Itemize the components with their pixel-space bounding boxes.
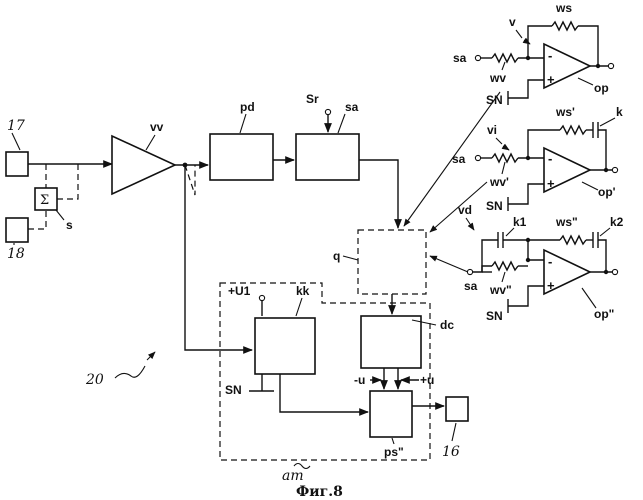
source-17-label: 17 <box>7 118 25 134</box>
input-resistor-wv-prime <box>492 154 518 162</box>
opamp-op-prime-label: op' <box>598 185 616 199</box>
feedback-resistor-ws-prime <box>560 126 586 134</box>
block-ps <box>370 391 412 437</box>
block-kk-label: kk <box>296 284 310 298</box>
circuit-vi-name: vi <box>487 123 497 137</box>
opamp-op-prime-plus: + <box>547 176 555 191</box>
feedback-resistor-ws-label: ws <box>555 1 572 15</box>
circuit-vi: vi sa wv' ws' k - + op' SN <box>452 105 623 213</box>
region-am-label: am <box>282 468 304 484</box>
input-resistor-wv-dprime <box>492 262 518 270</box>
summer-label: s <box>66 218 73 232</box>
circuit-vi-input-label: sa <box>452 152 466 166</box>
figure-caption: Фиг.8 <box>296 484 343 500</box>
input-resistor-wv-label: wv <box>489 71 506 85</box>
block-pd-label: pd <box>240 100 255 114</box>
amplifier-vv-label: vv <box>150 120 164 134</box>
circuit-vd-input-label: sa <box>464 279 478 293</box>
amp-dashed-tap <box>185 165 195 195</box>
circuit-vd-ground-label: SN <box>486 309 503 323</box>
signal-sr-label: Sr <box>306 92 319 106</box>
feedback-capacitor-k-label: k <box>616 105 623 119</box>
input-resistor-wv-prime-label: wv' <box>489 175 509 189</box>
circuit-vd-name: vd <box>458 203 472 217</box>
input-capacitor-k1-label: k1 <box>513 215 527 229</box>
opamp-op-plus: + <box>547 72 555 87</box>
circuit-v-input-label: sa <box>453 51 467 65</box>
kk-ground-label: SN <box>225 383 242 397</box>
block-kk <box>255 318 315 374</box>
block-pd <box>210 134 273 180</box>
input-resistor-wv <box>492 54 518 62</box>
block-q <box>358 230 426 294</box>
opamp-op-prime-minus: - <box>548 151 552 166</box>
block-ps-label: ps" <box>384 445 404 459</box>
opamp-op-dprime-plus: + <box>547 278 555 293</box>
arrow-vd-to-q <box>430 256 468 272</box>
block-sa-label: sa <box>345 100 359 114</box>
source-18-label: 18 <box>7 246 25 262</box>
feedback-resistor-ws-dprime-label: ws" <box>555 215 578 229</box>
feedback-capacitor-k2-label: k2 <box>610 215 624 229</box>
circuit-vi-ground-label: SN <box>486 199 503 213</box>
opamp-op-minus: - <box>548 48 552 63</box>
circuit-v-ground-label: SN <box>486 93 503 107</box>
source-block-17 <box>6 152 28 176</box>
line-sa-to-q <box>359 160 398 228</box>
source-block-18 <box>6 218 28 242</box>
figure-number: 20 <box>85 372 104 388</box>
amplifier-vv <box>112 136 175 194</box>
output-16-label: 16 <box>442 444 460 460</box>
block-dc <box>361 316 421 368</box>
summer-symbol: Σ <box>40 193 49 208</box>
opamp-op-dprime-minus: - <box>548 254 552 269</box>
circuit-v: v sa wv ws - + op SN <box>453 1 614 107</box>
output-block-16 <box>446 397 468 421</box>
opamp-op-label: op <box>594 81 609 95</box>
circuit-vd: vd sa k1 wv" ws" k2 - + <box>458 203 624 323</box>
opamp-op-dprime-label: op" <box>594 307 614 321</box>
circuit-v-name: v <box>509 15 516 29</box>
minus-u-label: -u <box>354 373 365 387</box>
block-dc-label: dc <box>440 318 454 332</box>
feedback-resistor-ws-dprime <box>560 236 586 244</box>
feedback-resistor-ws-prime-label: ws' <box>555 105 575 119</box>
input-resistor-wv-dprime-label: wv" <box>489 283 512 297</box>
feedback-resistor-ws <box>552 22 578 30</box>
supply-u1-label: +U1 <box>228 284 251 298</box>
plus-u-label: +u <box>420 373 434 387</box>
block-q-label: q <box>333 249 340 263</box>
block-sa <box>296 134 359 180</box>
